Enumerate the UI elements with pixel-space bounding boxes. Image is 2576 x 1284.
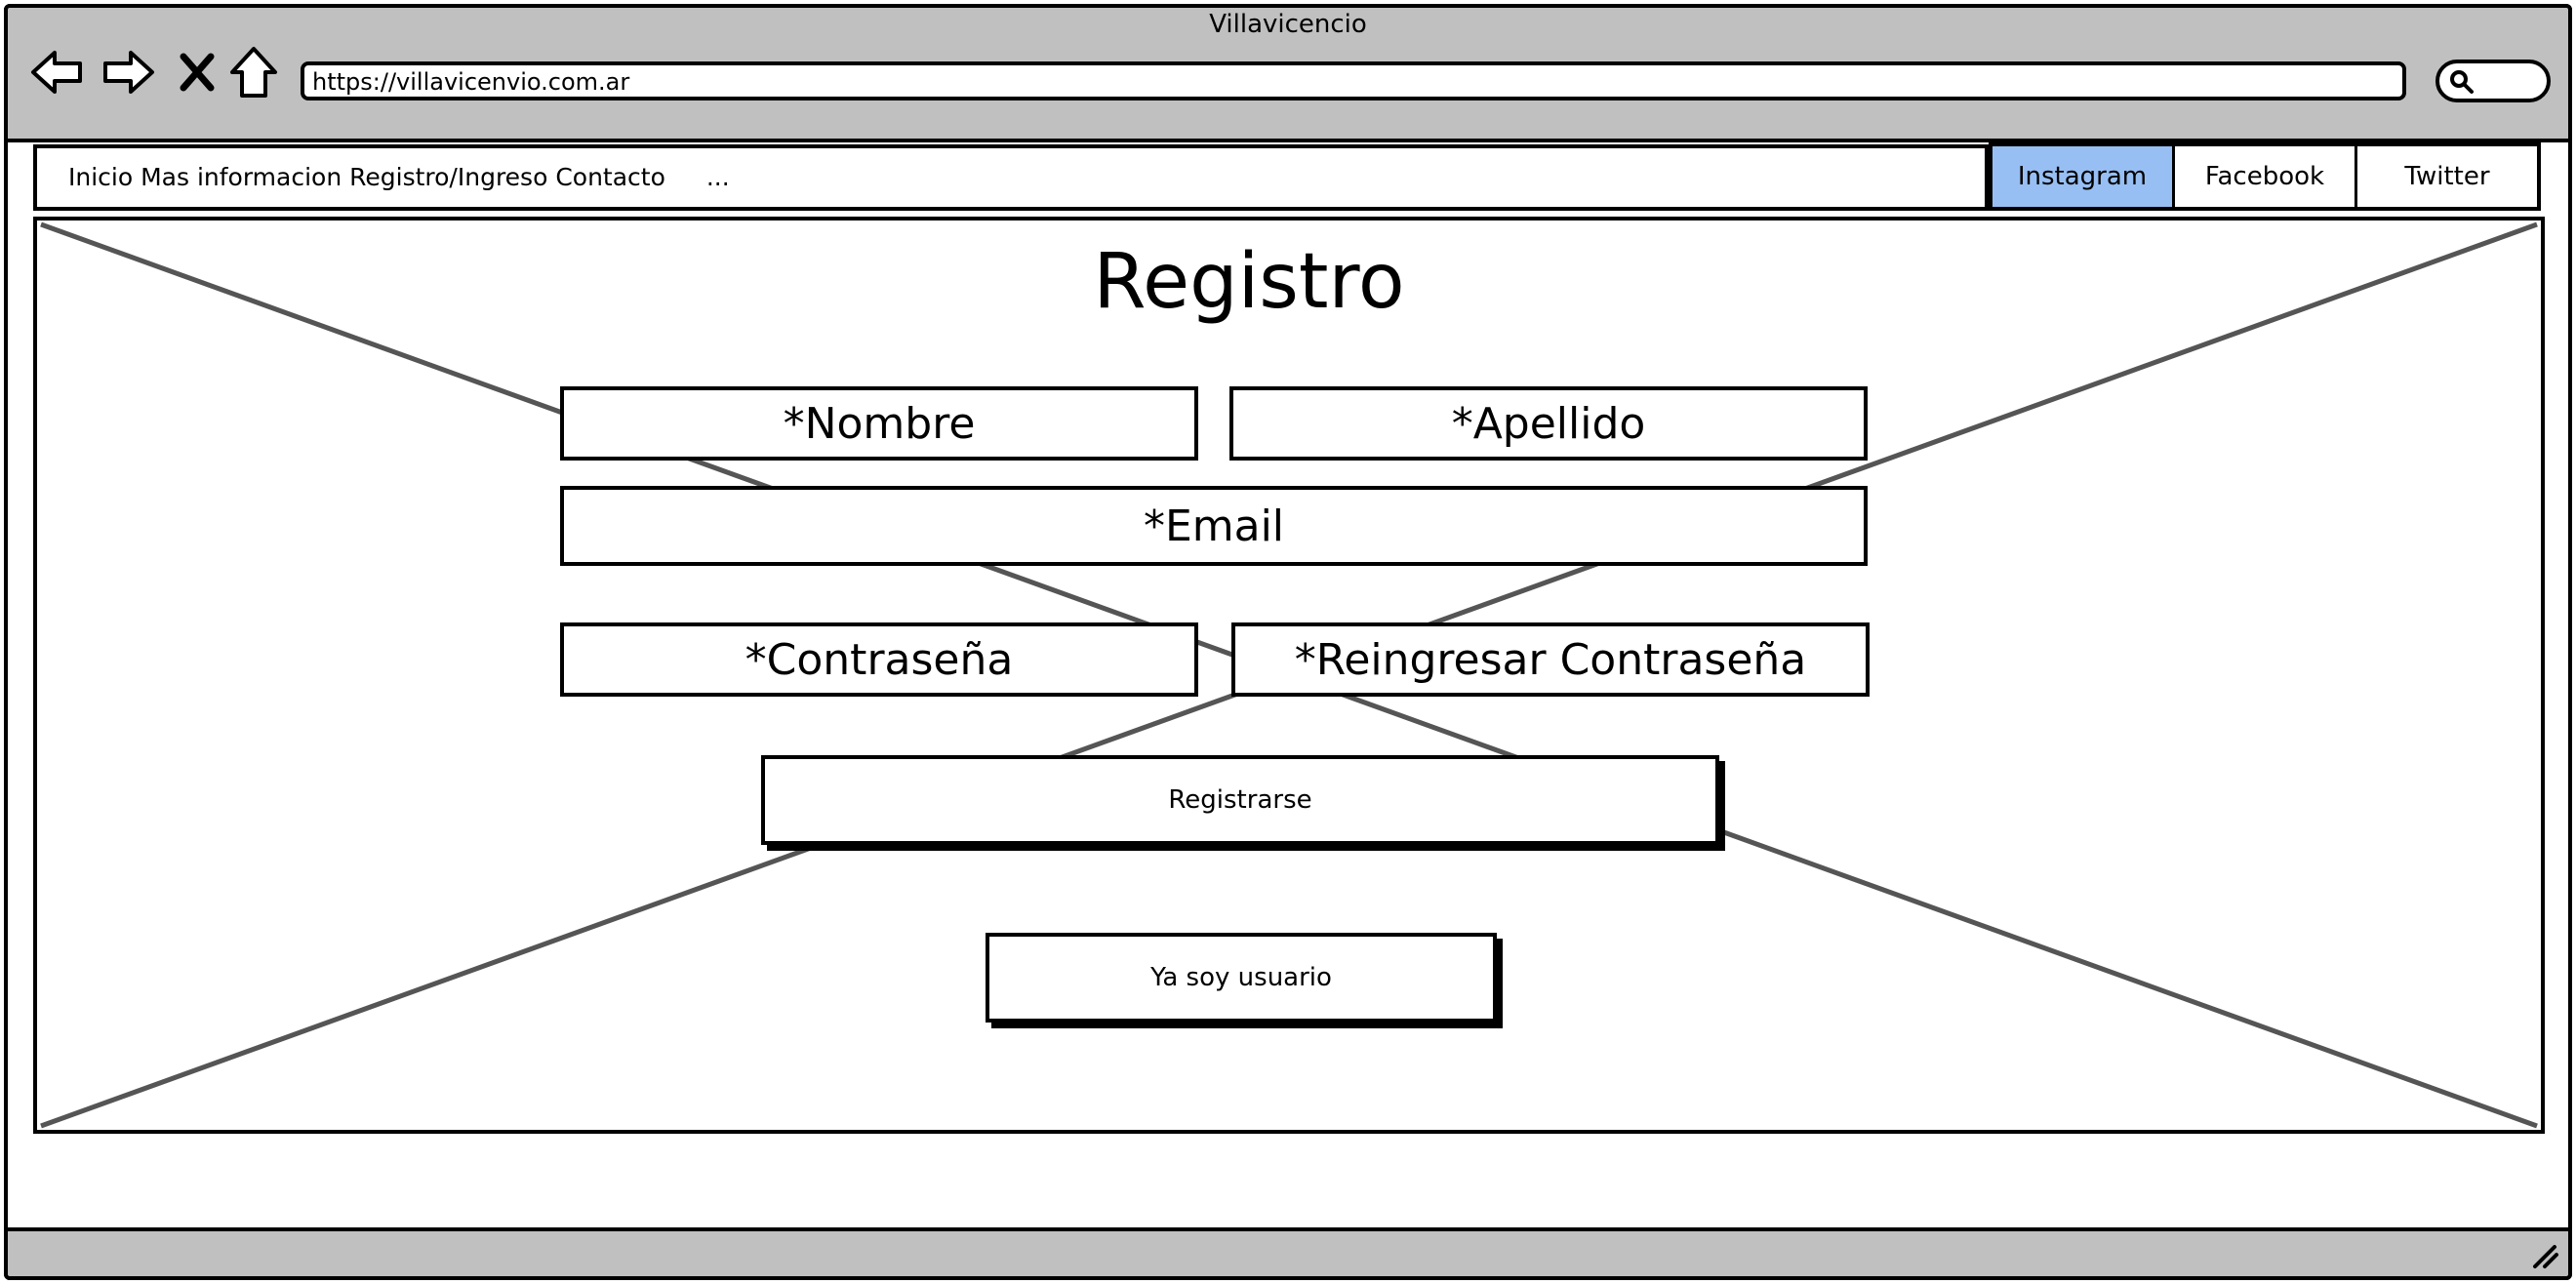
back-arrow-icon[interactable] bbox=[27, 43, 86, 101]
already-user-button[interactable]: Ya soy usuario bbox=[986, 933, 1497, 1023]
search-icon bbox=[2450, 70, 2474, 94]
register-button[interactable]: Registrarse bbox=[761, 755, 1719, 845]
forward-arrow-icon[interactable] bbox=[100, 43, 158, 101]
window-title: Villavicencio bbox=[1209, 10, 1367, 39]
resize-grip-icon[interactable] bbox=[2531, 1241, 2560, 1270]
status-bar bbox=[4, 1227, 2572, 1280]
search-box[interactable] bbox=[2435, 60, 2551, 102]
url-bar[interactable]: https://villavicenvio.com.ar bbox=[301, 61, 2406, 100]
page-title: Registro bbox=[1093, 238, 1405, 326]
tab-instagram[interactable]: Instagram bbox=[1992, 146, 2175, 207]
tab-facebook[interactable]: Facebook bbox=[2175, 146, 2357, 207]
main-nav[interactable]: Inicio Mas informacion Registro/Ingreso … bbox=[33, 144, 1989, 211]
password-repeat-field[interactable]: *Reingresar Contraseña bbox=[1231, 622, 1870, 697]
nav-more[interactable]: ... bbox=[705, 163, 730, 191]
close-icon[interactable] bbox=[176, 43, 219, 101]
apellido-field[interactable]: *Apellido bbox=[1229, 386, 1868, 461]
nav-links-text[interactable]: Inicio Mas informacion Registro/Ingreso … bbox=[68, 163, 665, 191]
tab-twitter[interactable]: Twitter bbox=[2404, 162, 2490, 191]
password-field[interactable]: *Contraseña bbox=[560, 622, 1198, 697]
social-tabs: Instagram Facebook Twitter bbox=[1989, 142, 2541, 211]
home-icon[interactable] bbox=[226, 43, 281, 101]
email-field[interactable]: *Email bbox=[560, 486, 1868, 566]
nombre-field[interactable]: *Nombre bbox=[560, 386, 1198, 461]
